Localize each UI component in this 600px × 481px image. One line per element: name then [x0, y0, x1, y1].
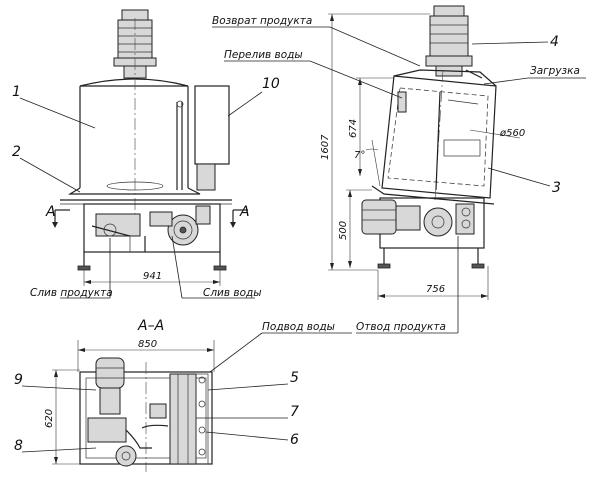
callout-7: 7	[290, 404, 299, 420]
label-pereliv-vody: Перелив воды	[224, 49, 303, 61]
dim-d560: ø560	[499, 128, 525, 139]
label-otvod-produkta: Отвод продукта	[356, 321, 446, 333]
side-tank	[371, 69, 497, 205]
callout-5: 5	[290, 370, 299, 386]
control-cabinet	[194, 85, 230, 191]
side-view: 1607 674 500 7° ø560 756 Возврат продукт…	[209, 5, 586, 373]
callout-1: 1	[12, 84, 21, 100]
side-motor	[425, 5, 483, 79]
section-mark-right: А	[239, 204, 250, 220]
callout-2: 2	[12, 144, 21, 160]
label-podvod-vody: Подвод воды	[262, 321, 335, 333]
callout-6: 6	[290, 432, 299, 448]
label-zagruzka: Загрузка	[530, 65, 580, 77]
section-title: А–А	[137, 318, 164, 334]
label-sliv-vody: Слив воды	[203, 287, 262, 299]
dim-756: 756	[426, 284, 445, 295]
dim-angle: 7°	[354, 150, 365, 161]
callout-3: 3	[552, 180, 561, 196]
section-a-a: А–А 850 620	[14, 318, 299, 472]
dim-850: 850	[138, 339, 157, 350]
callout-9: 9	[14, 372, 23, 388]
callout-10: 10	[262, 76, 280, 92]
dim-674: 674	[348, 119, 359, 138]
front-frame	[77, 203, 227, 271]
label-sliv-produkta: Слив продукта	[30, 287, 113, 299]
callout-4: 4	[550, 34, 559, 50]
dim-620: 620	[44, 409, 55, 428]
dim-500: 500	[338, 221, 349, 240]
side-frame	[361, 197, 485, 269]
label-vozvrat-produkta: Возврат продукта	[212, 15, 312, 27]
callout-8: 8	[14, 438, 23, 454]
dim-1607: 1607	[320, 134, 331, 160]
dim-941: 941	[143, 271, 162, 282]
section-mark-left: А	[45, 204, 56, 220]
front-view: А А 941 1 2 10 Слив продукта Слив воды	[12, 9, 280, 299]
